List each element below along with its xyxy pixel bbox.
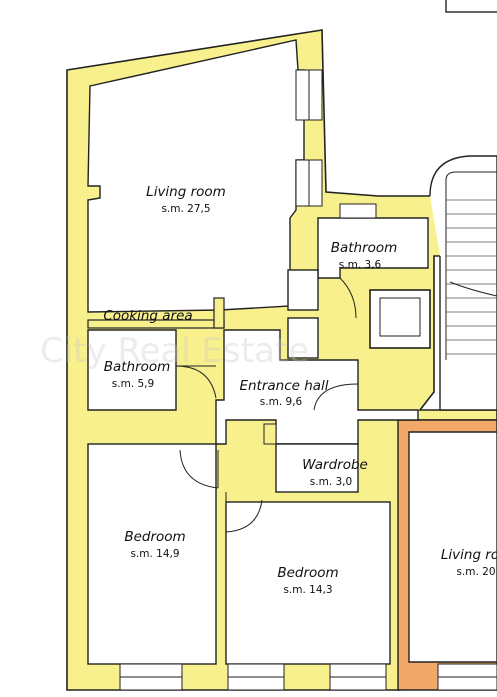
cooking-divider-post — [213, 297, 225, 329]
storage-niche-upper — [287, 269, 319, 311]
room-area: s.m. 3,6 — [339, 259, 382, 271]
windows-south — [119, 663, 497, 691]
room-area: s.m. 20 — [456, 566, 495, 578]
staircase — [429, 155, 497, 411]
windows-east-living — [295, 69, 323, 207]
room-area: s.m. 14,9 — [130, 548, 179, 560]
room-area: s.m. 3,0 — [310, 476, 352, 488]
room-area: s.m. 14,3 — [283, 584, 332, 596]
lift-car — [379, 297, 421, 337]
watermark: City Real Estate — [40, 331, 309, 371]
room-name: Bedroom — [277, 565, 338, 581]
room-name: Entrance hall — [239, 378, 328, 394]
neighbour-room — [408, 431, 497, 663]
room-name: Wardrobe — [302, 457, 368, 473]
doors — [175, 277, 359, 533]
room-area: s.m. 27,5 — [161, 203, 210, 215]
room-area: s.m. 5,9 — [112, 378, 154, 390]
wardrobe-niche — [263, 423, 277, 445]
wardrobe-area — [275, 443, 359, 493]
room-labels: Living room s.m. 27,5 Cooking area Bathr… — [103, 184, 497, 596]
room-name: Bathroom — [104, 359, 171, 375]
room-name: Bedroom — [124, 529, 185, 545]
toilet-fixture — [339, 203, 377, 219]
bedroom-right-area — [225, 501, 391, 665]
room-name: Bathroom — [331, 240, 398, 256]
living-room-area — [87, 39, 305, 313]
room-name: Cooking area — [103, 308, 192, 324]
storage-niche-lower — [287, 317, 319, 359]
top-right-fragment — [445, 0, 497, 13]
bedroom-left-area — [87, 443, 217, 665]
room-name: Living room — [146, 184, 226, 200]
room-name: Living ro — [441, 547, 497, 563]
bathroom-large-area — [87, 329, 177, 411]
room-area: s.m. 9,6 — [260, 396, 303, 408]
